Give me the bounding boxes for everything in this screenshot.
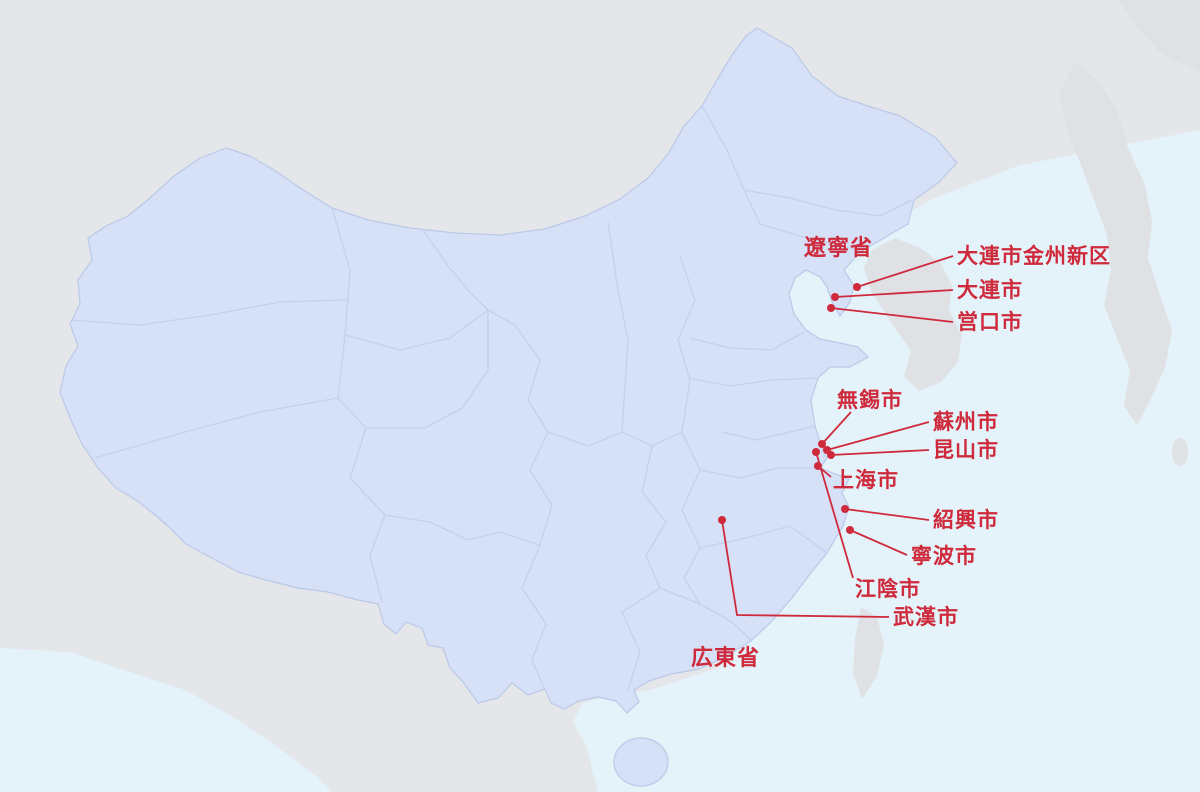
city-label-ningbo: 寧波市: [911, 545, 977, 568]
city-dot-shaoxing: [841, 505, 849, 513]
leader-line-jiangyin: [815, 451, 854, 579]
city-label-wuxi: 無錫市: [837, 389, 903, 412]
city-label-dalian-jinzhou: 大連市金州新区: [957, 245, 1111, 268]
city-label-yingkou: 営口市: [957, 311, 1023, 334]
leader-line-suzhou: [826, 421, 930, 451]
leader-line-yingkou: [830, 307, 954, 323]
city-label-suzhou: 蘇州市: [933, 411, 999, 434]
city-dot-jiangyin: [812, 448, 820, 456]
leader-line-shaoxing: [844, 508, 930, 521]
city-label-shaoxing: 紹興市: [933, 509, 999, 532]
province-borders: [69, 105, 913, 691]
leader-line-dalian: [834, 289, 954, 298]
province-label-guangdong: 広東省: [691, 645, 761, 670]
leader-line-dalian-jinzhou: [856, 255, 954, 288]
city-dot-wuxi: [818, 440, 826, 448]
city-dot-dalian-jinzhou: [853, 283, 861, 291]
small-island: [1172, 438, 1188, 466]
city-label-jiangyin: 江陰市: [855, 578, 921, 601]
hainan-island: [613, 737, 669, 787]
city-dot-dalian: [831, 293, 839, 301]
leader-line-wuxi: [821, 411, 852, 445]
japan-islands: [1059, 62, 1172, 425]
city-dot-ningbo: [846, 526, 854, 534]
leader-line-ningbo: [849, 529, 908, 556]
city-dot-wuhan: [718, 516, 726, 524]
annotation-layer: [718, 255, 954, 618]
leader-line-wuhan: [721, 519, 890, 618]
taiwan-island: [853, 607, 884, 699]
sakhalin-corner: [1118, 0, 1200, 72]
city-label-shanghai: 上海市: [833, 469, 899, 492]
city-label-dalian: 大連市: [957, 279, 1023, 302]
city-dot-kunshan: [827, 451, 835, 459]
city-label-kunshan: 昆山市: [933, 439, 999, 462]
city-label-wuhan: 武漢市: [893, 606, 959, 629]
leader-line-kunshan: [830, 449, 930, 456]
city-dot-yingkou: [827, 304, 835, 312]
sea-southwest: [0, 648, 332, 792]
sea-east-china: [573, 130, 1200, 792]
province-label-liaoning: 遼寧省: [804, 235, 874, 260]
